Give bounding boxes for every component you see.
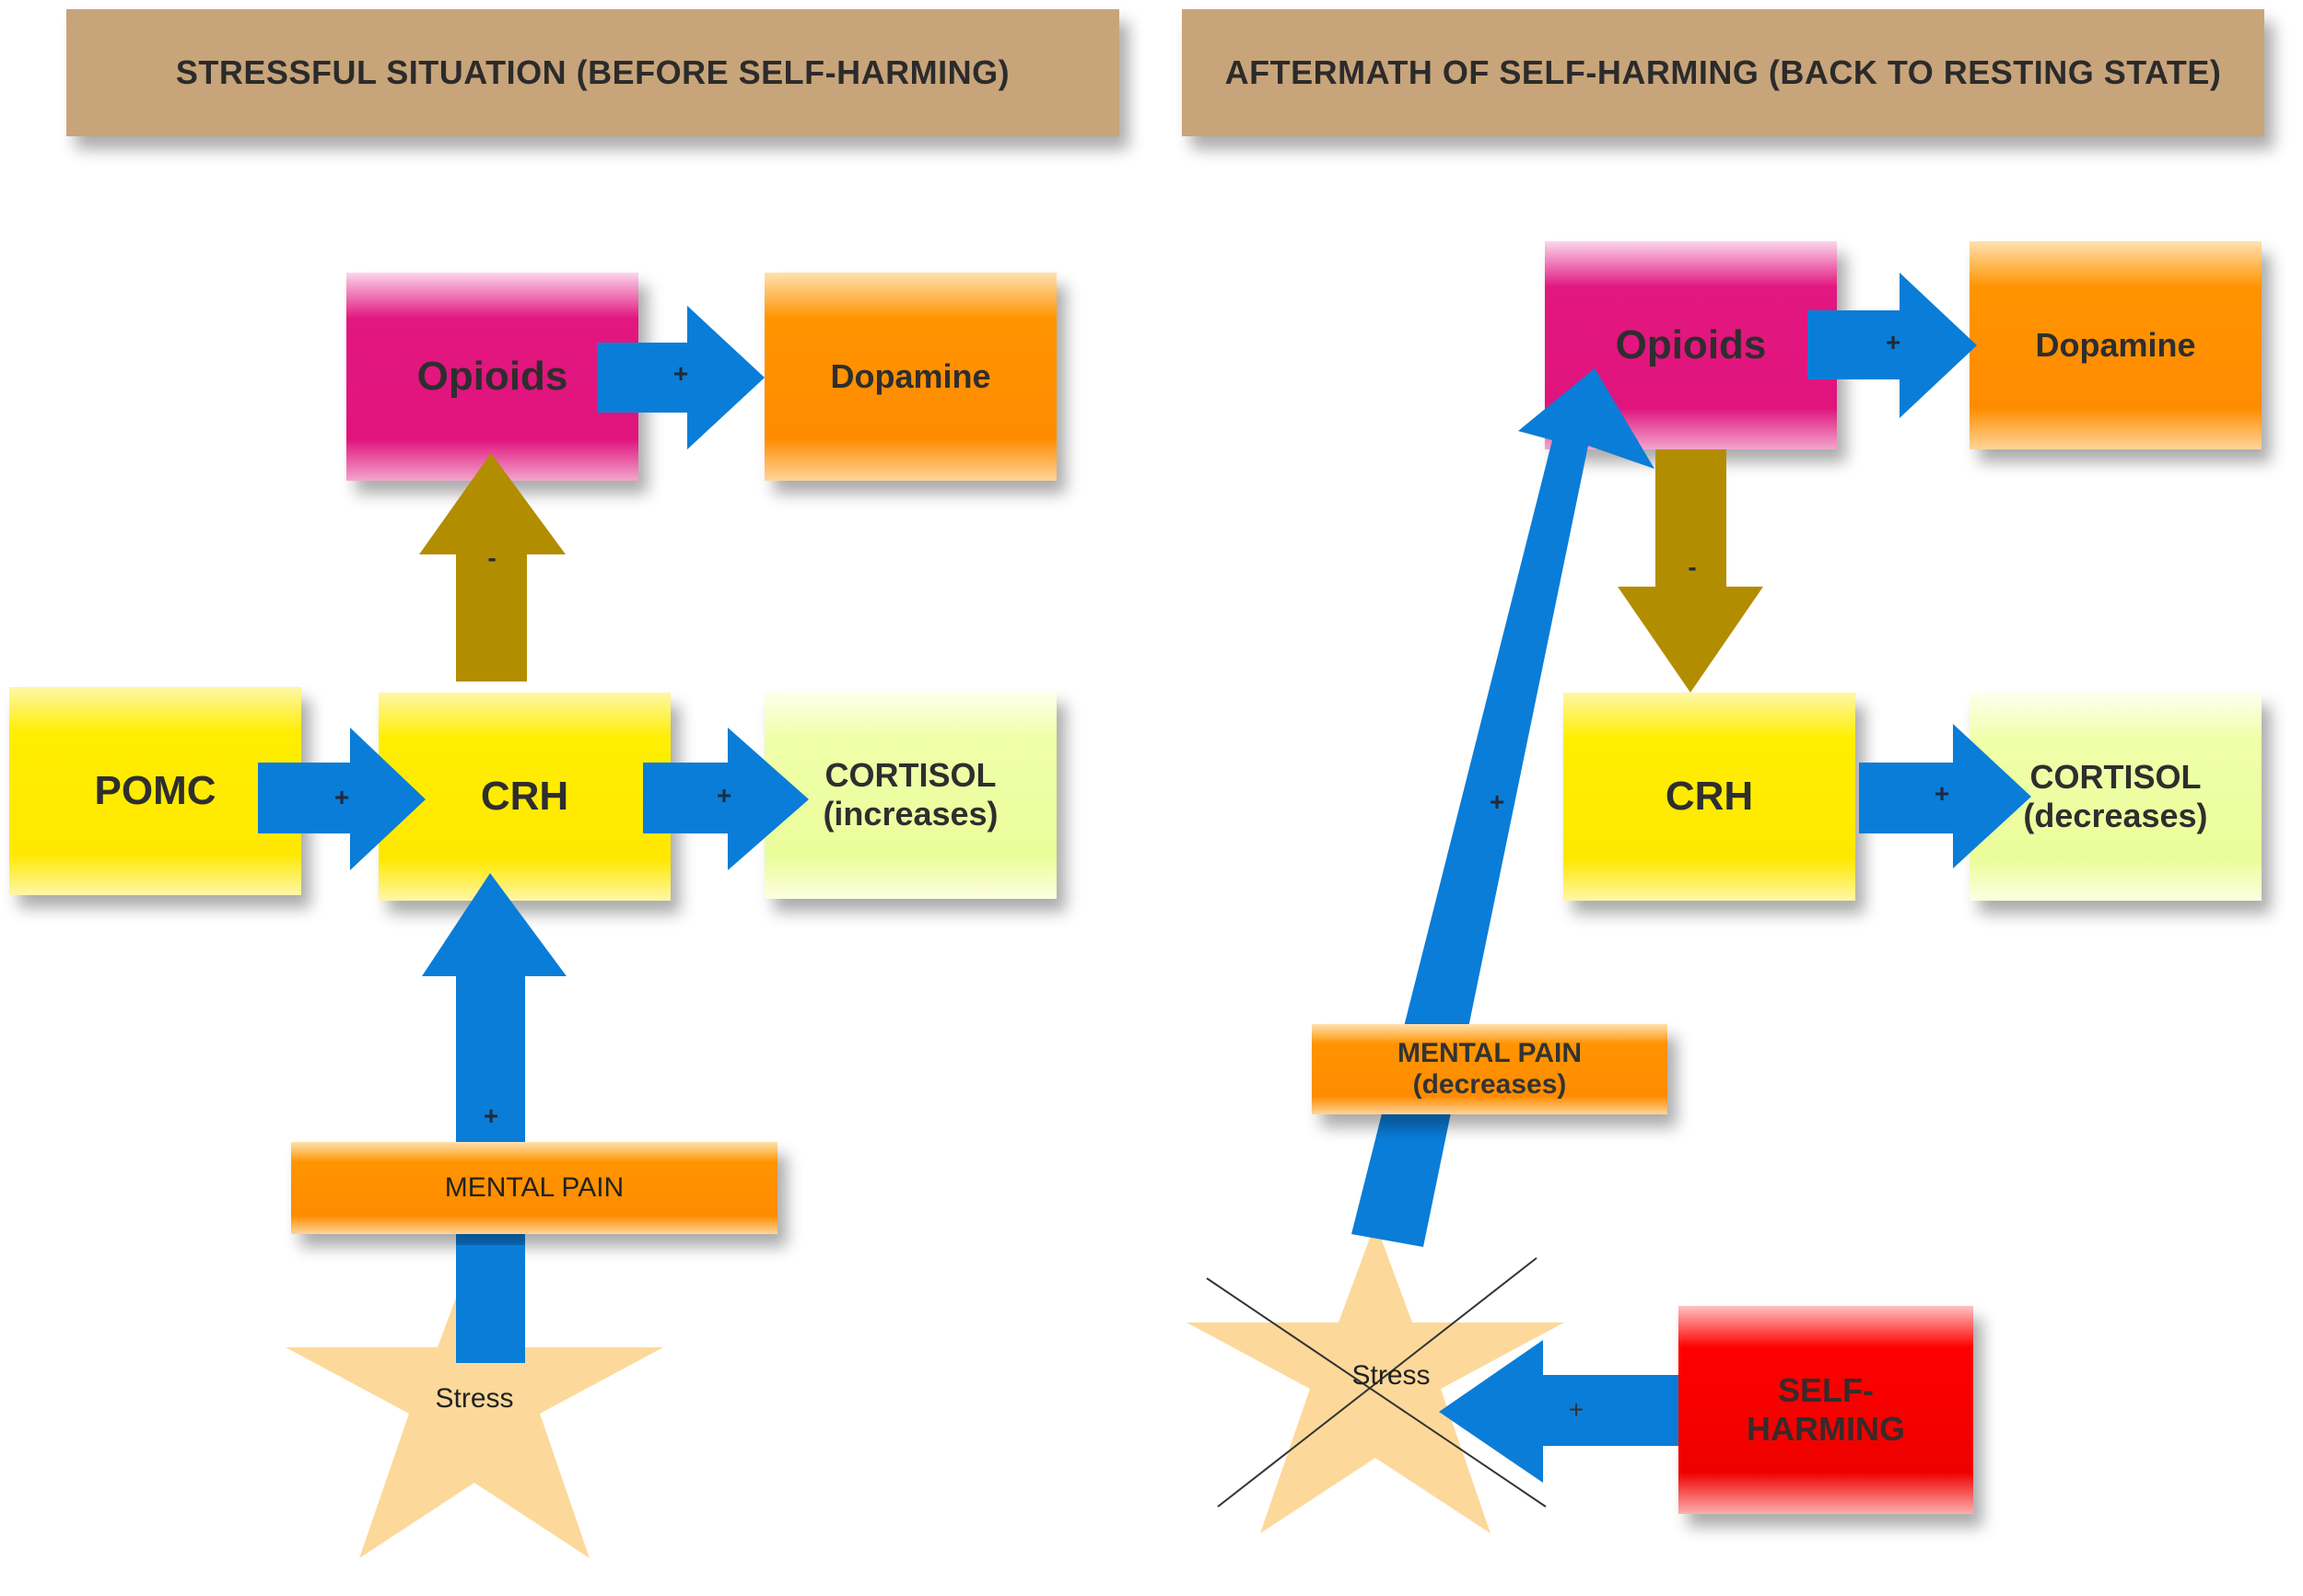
left-sign-opioids-dopamine: + xyxy=(672,359,689,388)
left-cortisol-sublabel: (increases) xyxy=(823,795,999,833)
left-pomc-label: POMC xyxy=(94,768,216,813)
left-mental-pain-label: MENTAL PAIN xyxy=(444,1172,625,1203)
right-cortisol-box: CORTISOL (decreases) xyxy=(1970,693,2262,901)
right-self-harming-label-2: HARMING xyxy=(1747,1410,1905,1448)
header-left-text: STRESSFUL SITUATION (BEFORE SELF-HARMING… xyxy=(175,53,1011,91)
right-sign-opioids-crh: - xyxy=(1688,553,1697,581)
left-dopamine-box: Dopamine xyxy=(765,273,1057,481)
left-cortisol-box: CORTISOL (increases) xyxy=(765,691,1057,899)
right-cortisol-sublabel: (decreases) xyxy=(2023,797,2208,834)
left-sign-crh-cortisol: + xyxy=(716,781,732,810)
left-crh-box: CRH xyxy=(379,693,671,901)
header-right-text: AFTERMATH OF SELF-HARMING (BACK TO RESTI… xyxy=(1224,53,2222,91)
right-opioids-label: Opioids xyxy=(1615,322,1767,367)
right-arrow-selfharm-to-stress xyxy=(1439,1340,1723,1483)
right-mental-pain-box: MENTAL PAIN (decreases) xyxy=(1312,1024,1667,1114)
right-arrow-opioids-to-dopamine xyxy=(1807,273,1977,418)
right-mental-pain-label: MENTAL PAIN xyxy=(1397,1038,1582,1068)
left-sign-pomc-crh: + xyxy=(333,783,350,811)
left-pomc-box: POMC xyxy=(9,687,301,895)
left-arrow-crh-to-opioids xyxy=(419,453,566,682)
left-arrow-pomc-to-crh xyxy=(258,728,426,870)
left-opioids-box: Opioids xyxy=(346,273,638,481)
left-dopamine-label: Dopamine xyxy=(830,357,991,395)
right-stress-label: Stress xyxy=(1351,1360,1431,1391)
right-self-harming-label-1: SELF- xyxy=(1778,1371,1874,1409)
right-sign-stress-opioids: + xyxy=(1489,787,1505,816)
right-crh-label: CRH xyxy=(1665,774,1754,819)
right-mental-pain-sublabel: (decreases) xyxy=(1412,1069,1567,1100)
left-mental-pain-box: MENTAL PAIN xyxy=(291,1142,777,1234)
right-dopamine-label: Dopamine xyxy=(2035,326,2196,364)
right-self-harming-box: SELF- HARMING xyxy=(1678,1306,1973,1514)
left-sign-crh-opioids: - xyxy=(487,543,497,572)
right-arrow-opioids-to-crh xyxy=(1618,449,1763,693)
left-arrow-crh-to-cortisol xyxy=(643,728,809,870)
left-stress-star xyxy=(286,1248,663,1558)
cross-line-1 xyxy=(1206,1277,1547,1508)
left-arrow-stress-tail xyxy=(456,1245,525,1363)
left-crh-label: CRH xyxy=(480,774,569,819)
right-sign-selfharm-stress: + xyxy=(1568,1395,1584,1424)
header-right: AFTERMATH OF SELF-HARMING (BACK TO RESTI… xyxy=(1182,9,2264,136)
left-cortisol-label: CORTISOL xyxy=(824,756,997,794)
right-dopamine-box: Dopamine xyxy=(1970,241,2262,449)
right-cortisol-label: CORTISOL xyxy=(2029,758,2202,796)
left-arrow-stress-to-crh xyxy=(422,873,567,1363)
left-opioids-label: Opioids xyxy=(416,354,568,399)
cross-line-2 xyxy=(1217,1257,1537,1508)
right-sign-opioids-dopamine: + xyxy=(1885,328,1901,356)
right-arrow-crh-to-cortisol xyxy=(1859,724,2031,868)
right-stress-star xyxy=(1187,1223,1564,1533)
left-stress-label: Stress xyxy=(435,1383,514,1414)
left-arrow-opioids-to-dopamine xyxy=(597,306,765,449)
right-sign-crh-cortisol: + xyxy=(1934,779,1950,808)
left-sign-stress-crh: + xyxy=(483,1101,499,1130)
right-crh-box: CRH xyxy=(1563,693,1855,901)
header-left: STRESSFUL SITUATION (BEFORE SELF-HARMING… xyxy=(66,9,1119,136)
